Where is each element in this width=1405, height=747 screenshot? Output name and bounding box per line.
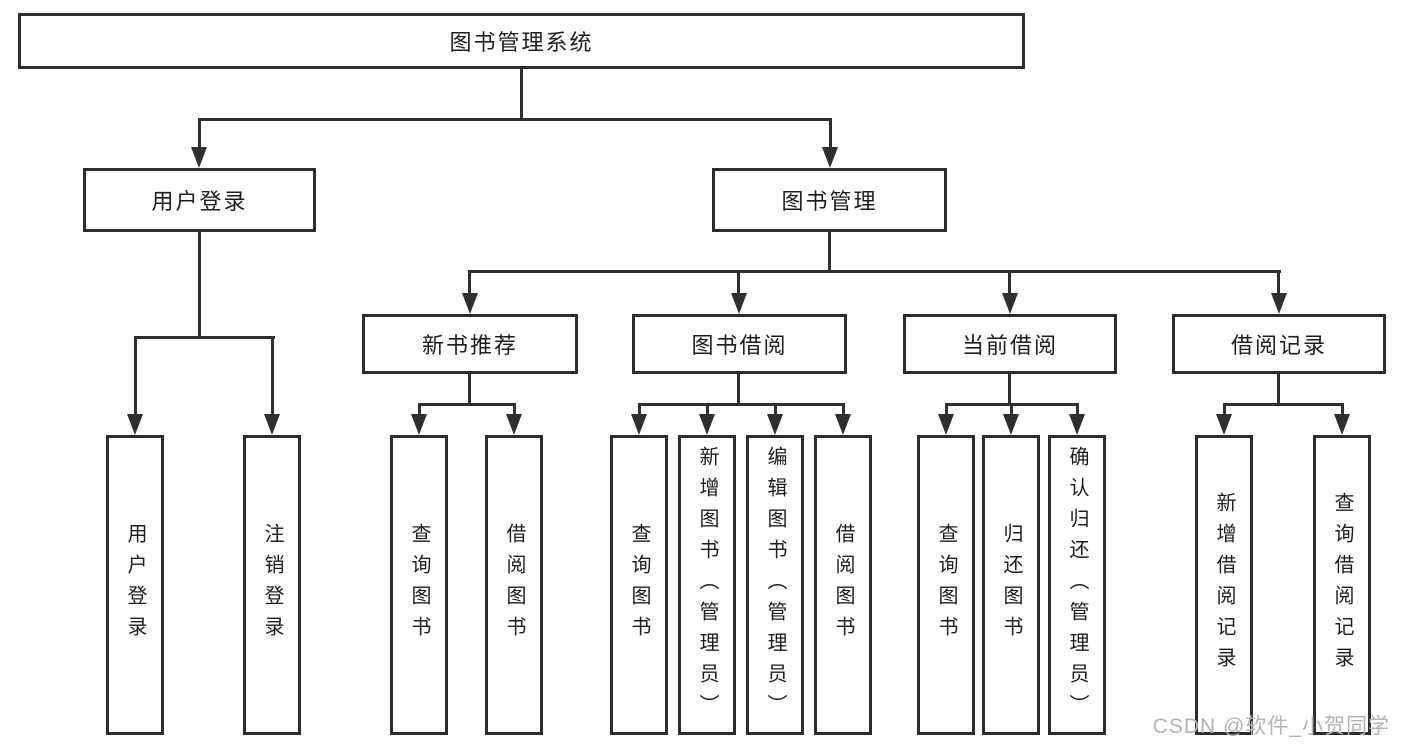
arrow-down-icon: [822, 147, 838, 168]
connector-line: [1223, 403, 1344, 406]
arrow-down-icon: [1002, 293, 1018, 314]
leaf-add-borrow-record: 新增借阅记录: [1195, 435, 1253, 735]
connector-line: [1010, 403, 1013, 417]
connector-line: [198, 118, 201, 150]
connector-line: [828, 232, 831, 273]
connector-line: [1008, 270, 1011, 296]
connector-line: [1008, 372, 1011, 406]
arrow-down-icon: [938, 414, 954, 435]
connector-line: [134, 336, 137, 416]
leaf-add-book-admin: 新增图书（管理员）: [678, 435, 736, 735]
connector-line: [418, 403, 516, 406]
arrow-down-icon: [411, 414, 427, 435]
arrow-down-icon: [835, 414, 851, 435]
leaf-borrow-books-recommend: 借阅图书: [485, 435, 543, 735]
connector-line: [468, 372, 471, 406]
node-borrowing-records: 借阅记录: [1172, 314, 1386, 374]
connector-line: [1223, 403, 1226, 417]
connector-line: [1076, 403, 1079, 417]
connector-line: [737, 372, 740, 406]
connector-line: [468, 270, 471, 296]
connector-line: [198, 232, 201, 339]
arrow-down-icon: [191, 147, 207, 168]
connector-line: [829, 118, 832, 150]
node-current-borrowing: 当前借阅: [903, 314, 1117, 374]
connector-line: [198, 118, 832, 121]
leaf-query-borrow-record: 查询借阅记录: [1313, 435, 1371, 735]
connector-line: [737, 270, 740, 296]
arrow-down-icon: [1069, 414, 1085, 435]
arrow-down-icon: [127, 414, 143, 435]
leaf-query-books-borrowing: 查询图书: [610, 435, 668, 735]
arrow-down-icon: [462, 293, 478, 314]
connector-line: [842, 403, 845, 417]
connector-line: [1277, 372, 1280, 406]
arrow-down-icon: [1003, 414, 1019, 435]
arrow-down-icon: [731, 293, 747, 314]
leaf-user-login: 用户登录: [106, 435, 164, 735]
connector-line: [638, 403, 845, 406]
connector-line: [638, 403, 641, 417]
connector-line: [774, 403, 777, 417]
arrow-down-icon: [699, 414, 715, 435]
node-book-borrowing: 图书借阅: [632, 314, 847, 374]
node-user-login: 用户登录: [83, 168, 316, 232]
connector-line: [418, 403, 421, 417]
leaf-borrow-books-borrowing: 借阅图书: [814, 435, 872, 735]
leaf-edit-book-admin: 编辑图书（管理员）: [746, 435, 804, 735]
leaf-query-books-current: 查询图书: [917, 435, 975, 735]
arrow-down-icon: [264, 414, 280, 435]
connector-line: [134, 336, 275, 339]
arrow-down-icon: [1334, 414, 1350, 435]
arrow-down-icon: [631, 414, 647, 435]
leaf-confirm-return-admin: 确认归还（管理员）: [1048, 435, 1106, 735]
leaf-query-books-recommend: 查询图书: [390, 435, 448, 735]
connector-line: [945, 403, 948, 417]
connector-line: [271, 336, 274, 416]
csdn-watermark: CSDN @软件_小贺同学: [1152, 715, 1390, 738]
node-book-management: 图书管理: [712, 168, 947, 232]
arrow-down-icon: [767, 414, 783, 435]
arrow-down-icon: [1216, 414, 1232, 435]
leaf-return-books: 归还图书: [982, 435, 1040, 735]
connector-line: [706, 403, 709, 417]
arrow-down-icon: [506, 414, 522, 435]
leaf-logout: 注销登录: [243, 435, 301, 735]
connector-line: [520, 69, 523, 120]
node-new-book-recommendation: 新书推荐: [362, 314, 578, 374]
connector-line: [1277, 270, 1280, 296]
node-library-management-system: 图书管理系统: [18, 13, 1025, 69]
arrow-down-icon: [1271, 293, 1287, 314]
connector-line: [1341, 403, 1344, 417]
connector-line: [469, 270, 1281, 273]
connector-line: [513, 403, 516, 417]
